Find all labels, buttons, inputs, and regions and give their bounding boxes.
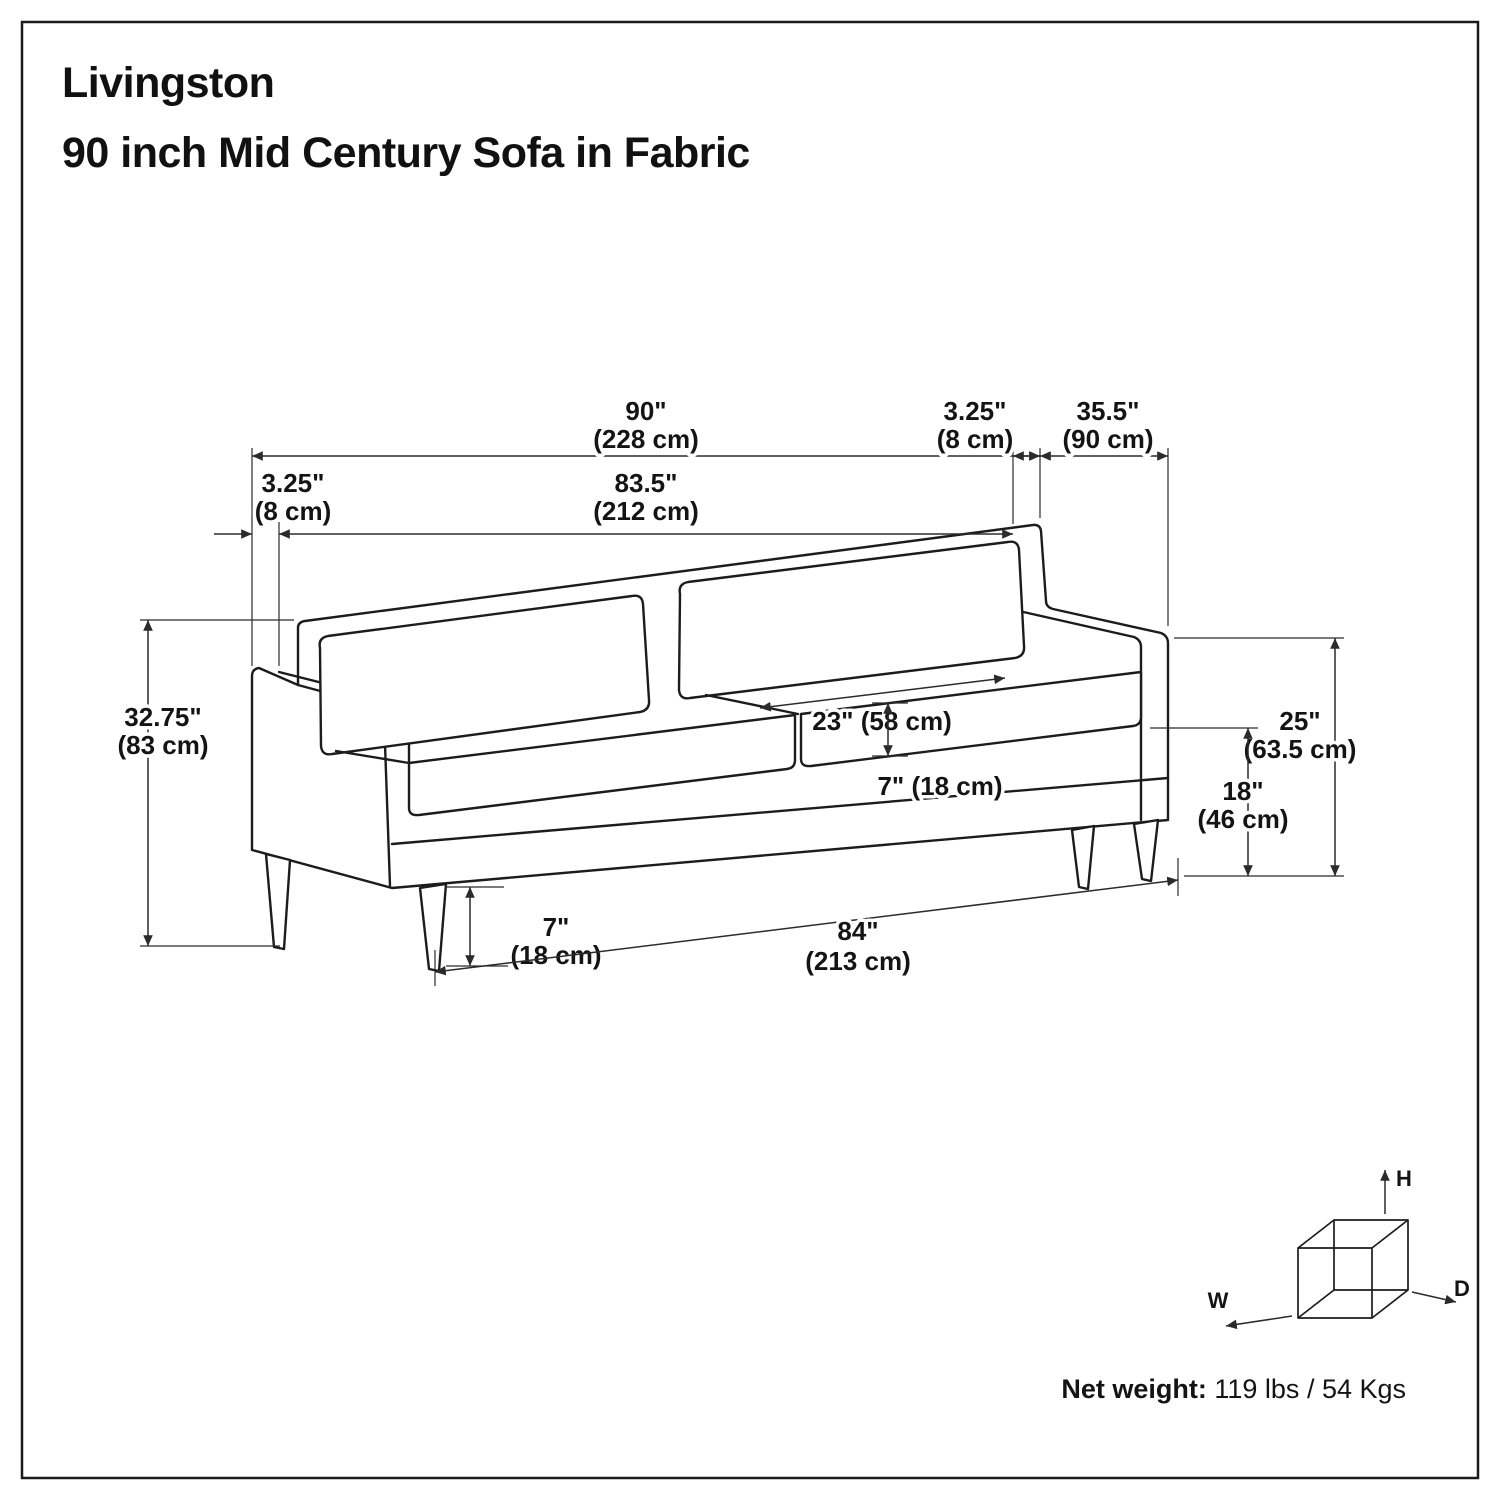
dim-base-width-cm: (213 cm)	[805, 946, 911, 976]
cube-connector-edges	[1297, 1219, 1409, 1319]
dim-overall-height: 32.75" (83 cm)	[114, 619, 294, 947]
dim-leg-height-in: 7"	[543, 912, 570, 942]
dim-leg-height-cm: (18 cm)	[510, 940, 601, 970]
dim-overall-width-cm: (228 cm)	[593, 424, 699, 454]
dim-right-arm-width-in: 3.25"	[944, 396, 1007, 426]
dim-arm-height-in: 25"	[1279, 706, 1320, 736]
dim-seat-depth: 23" (58 cm)	[759, 674, 1006, 740]
dim-right-arm-width: 3.25" (8 cm)	[933, 393, 1040, 524]
back-cushion-left	[318, 594, 651, 756]
dim-left-arm-width-in: 3.25"	[262, 468, 325, 498]
dimension-line	[434, 876, 1179, 976]
sofa-leg-back-left	[264, 852, 292, 951]
dim-overall-depth-in: 35.5"	[1077, 396, 1140, 426]
net-weight: Net weight: 119 lbs / 54 Kgs	[1061, 1374, 1406, 1404]
dim-left-arm-width: 3.25" (8 cm)	[214, 465, 335, 666]
dim-overall-height-cm: (83 cm)	[117, 730, 208, 760]
dim-overall-depth: 35.5" (90 cm)	[1040, 393, 1169, 626]
net-weight-value: 119 lbs / 54 Kgs	[1207, 1374, 1406, 1404]
right-arm-inner-edge	[1017, 609, 1143, 822]
dim-right-arm-width-cm: (8 cm)	[937, 424, 1014, 454]
dim-overall-height-in: 32.75"	[124, 702, 201, 732]
width-axis-label: W	[1208, 1288, 1229, 1313]
title-block: Livingston 90 inch Mid Century Sofa in F…	[62, 59, 750, 177]
base-rail-edge	[390, 776, 1170, 846]
dim-leg-height: 7" (18 cm)	[446, 886, 605, 974]
dim-base-width-in: 84"	[837, 916, 878, 946]
cube-back-face	[1333, 1219, 1409, 1291]
dim-overall-width: 90" (228 cm)	[251, 393, 1041, 666]
dim-interior-width: 83.5" (212 cm)	[279, 465, 1013, 539]
dimension-annotations: 90" (228 cm) 3.25" (8 cm) 35.5" (90 cm) …	[114, 393, 1360, 986]
sofa-leg-front-left	[418, 882, 448, 973]
back-cushion-right	[677, 540, 1026, 700]
dim-seat-height: 18" (46 cm)	[1150, 727, 1292, 876]
dim-base-width: 84" (213 cm)	[434, 858, 1179, 986]
dim-interior-width-in: 83.5"	[615, 468, 678, 498]
dim-interior-width-cm: (212 cm)	[593, 496, 699, 526]
depth-axis-arrow	[1411, 1291, 1457, 1305]
seat-cushion-left	[407, 713, 797, 817]
cube-front-face	[1297, 1247, 1373, 1319]
dim-seat-cushion-thickness: 7" (18 cm)	[872, 702, 1006, 805]
width-axis-arrow	[1225, 1315, 1293, 1330]
dim-seat-height-cm: (46 cm)	[1197, 804, 1288, 834]
dim-arm-height: 25" (63.5 cm)	[1174, 637, 1360, 877]
seat-cushion-left-side-edge	[334, 749, 411, 765]
sofa-illustration	[250, 523, 1170, 973]
sofa-leg-back-right	[1070, 824, 1096, 891]
product-description: 90 inch Mid Century Sofa in Fabric	[62, 129, 750, 177]
depth-axis-label: D	[1454, 1276, 1470, 1301]
product-name: Livingston	[62, 59, 274, 107]
sofa-leg-front-right	[1132, 818, 1160, 883]
dim-left-arm-width-cm: (8 cm)	[255, 496, 332, 526]
orientation-cube: H W D	[1208, 1166, 1470, 1330]
height-axis-label: H	[1396, 1166, 1412, 1191]
dim-seat-height-in: 18"	[1222, 776, 1263, 806]
dimension-line	[759, 674, 1006, 712]
dim-seat-cushion-thickness-label: 7" (18 cm)	[877, 771, 1002, 801]
dim-arm-height-cm: (63.5 cm)	[1244, 734, 1357, 764]
net-weight-label: Net weight:	[1061, 1374, 1207, 1404]
page-border	[20, 20, 1480, 1480]
dim-overall-depth-cm: (90 cm)	[1062, 424, 1153, 454]
dim-overall-width-in: 90"	[625, 396, 666, 426]
dim-seat-depth-label: 23" (58 cm)	[812, 706, 952, 736]
